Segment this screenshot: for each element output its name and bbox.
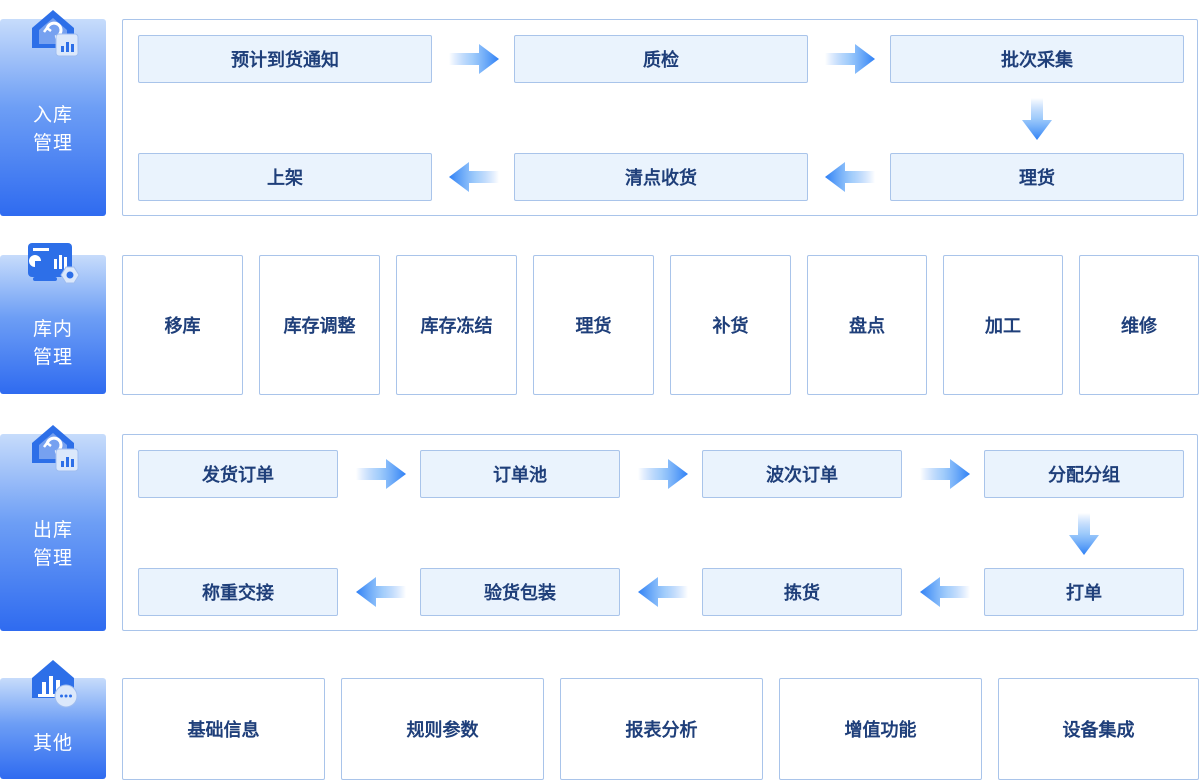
node-sorting[interactable]: 理货 [890, 153, 1184, 201]
outbound-sidebar: 出库管理 [0, 425, 106, 631]
outbound-panel: 发货订单 订单池 波次订单 分配分组 称重交接 验货包装 拣货 打单 [122, 434, 1198, 631]
arrow-left-icon [356, 577, 406, 607]
outbound-title: 出库管理 [32, 518, 73, 569]
box-stock-freeze[interactable]: 库存冻结 [396, 255, 517, 395]
inbound-title: 入库管理 [32, 103, 73, 154]
dashboard-gear-icon [22, 237, 84, 299]
inventory-title: 库内管理 [32, 317, 73, 368]
box-stocktake[interactable]: 盘点 [807, 255, 927, 395]
arrow-down-icon [1022, 98, 1052, 140]
warehouse-chart-icon [22, 417, 84, 479]
arrow-right-icon [920, 459, 970, 489]
arrow-right-icon [638, 459, 688, 489]
arrow-left-icon [638, 577, 688, 607]
box-sorting[interactable]: 理货 [533, 255, 654, 395]
node-allocate-group[interactable]: 分配分组 [984, 450, 1184, 498]
other-title: 其他 [32, 731, 73, 754]
inventory-sidebar: 库内管理 [0, 243, 106, 394]
box-stock-adjust[interactable]: 库存调整 [259, 255, 380, 395]
box-basic-info[interactable]: 基础信息 [122, 678, 325, 780]
node-picking[interactable]: 拣货 [702, 568, 902, 616]
node-shelving[interactable]: 上架 [138, 153, 432, 201]
node-count-receive[interactable]: 清点收货 [514, 153, 808, 201]
inbound-sidebar: 入库管理 [0, 10, 106, 216]
node-weigh-handover[interactable]: 称重交接 [138, 568, 338, 616]
node-wave-order[interactable]: 波次订单 [702, 450, 902, 498]
box-device-integration[interactable]: 设备集成 [998, 678, 1199, 780]
node-batch-collect[interactable]: 批次采集 [890, 35, 1184, 83]
node-print-label[interactable]: 打单 [984, 568, 1184, 616]
warehouse-bars-icon [22, 652, 84, 714]
box-repair[interactable]: 维修 [1079, 255, 1199, 395]
arrow-down-icon [1069, 513, 1099, 555]
node-order-pool[interactable]: 订单池 [420, 450, 620, 498]
box-report-analysis[interactable]: 报表分析 [560, 678, 763, 780]
inbound-panel: 预计到货通知 质检 批次采集 上架 清点收货 理货 [122, 19, 1198, 216]
box-rule-params[interactable]: 规则参数 [341, 678, 544, 780]
other-sidebar: 其他 [0, 660, 106, 779]
node-arrival-notice[interactable]: 预计到货通知 [138, 35, 432, 83]
arrow-left-icon [825, 162, 875, 192]
arrow-left-icon [449, 162, 499, 192]
box-processing[interactable]: 加工 [943, 255, 1063, 395]
box-move-storage[interactable]: 移库 [122, 255, 243, 395]
node-quality-check[interactable]: 质检 [514, 35, 808, 83]
arrow-right-icon [449, 44, 499, 74]
arrow-right-icon [825, 44, 875, 74]
node-ship-order[interactable]: 发货订单 [138, 450, 338, 498]
box-value-added[interactable]: 增值功能 [779, 678, 982, 780]
warehouse-chart-icon [22, 2, 84, 64]
node-inspect-pack[interactable]: 验货包装 [420, 568, 620, 616]
box-replenish[interactable]: 补货 [670, 255, 791, 395]
arrow-right-icon [356, 459, 406, 489]
arrow-left-icon [920, 577, 970, 607]
